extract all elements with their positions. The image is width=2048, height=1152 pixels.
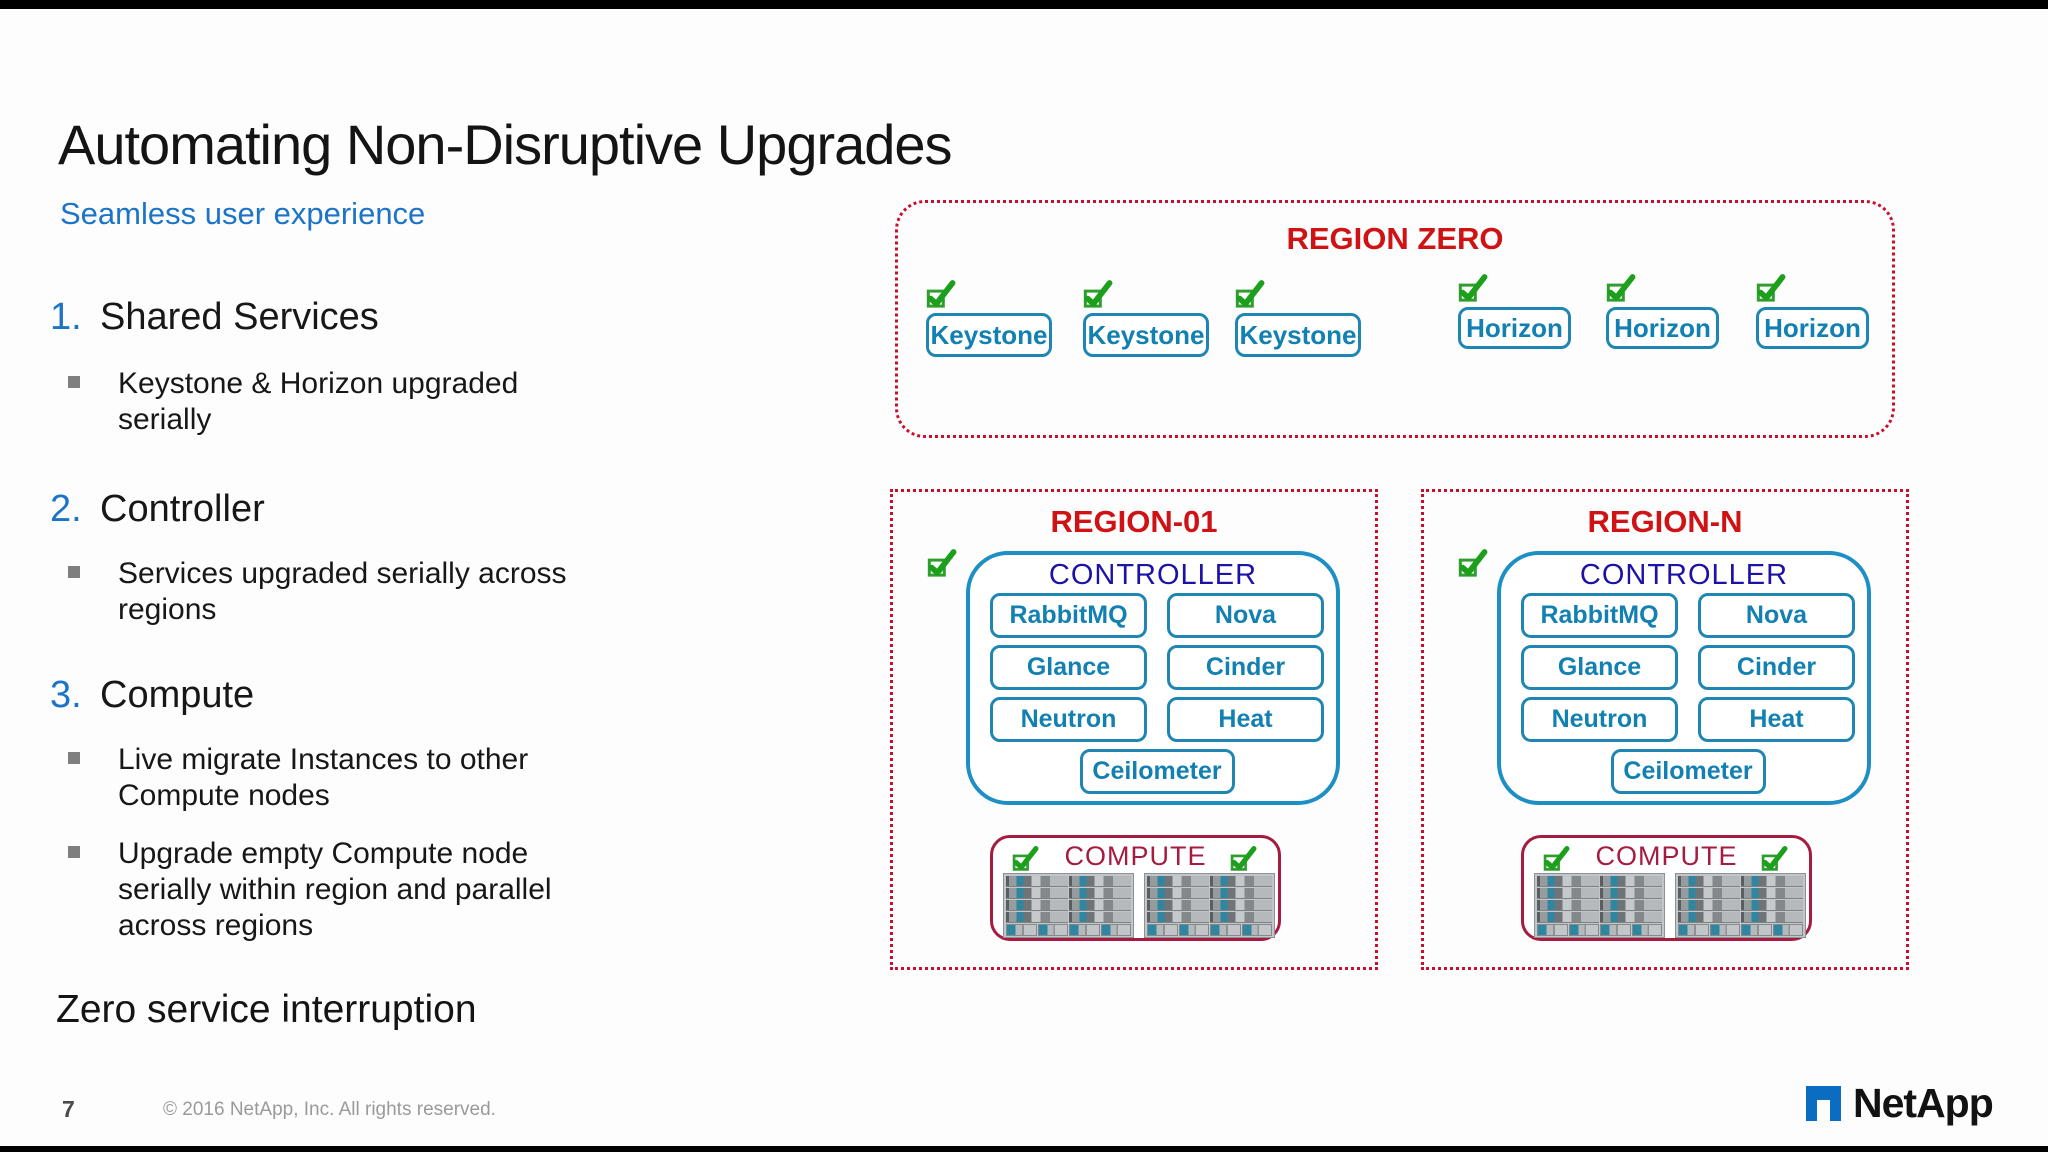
service-node-glance: Glance: [1521, 645, 1678, 690]
page-title: Automating Non-Disruptive Upgrades: [58, 113, 953, 176]
closing-statement: Zero service interruption: [56, 988, 477, 1031]
item-number: 3.: [50, 674, 82, 716]
keystone-node-group: Keystone: [1083, 279, 1209, 357]
keystone-node: Keystone: [1083, 313, 1209, 357]
controller-services: RabbitMQ Nova Glance Cinder Neutron Heat…: [1521, 593, 1855, 794]
service-node-cinder: Cinder: [1167, 645, 1324, 690]
green-check-icon: [1606, 273, 1636, 303]
item-heading: Compute: [100, 674, 255, 716]
service-node-ceilometer: Ceilometer: [1079, 749, 1235, 794]
bullet-upgrade-empty: Upgrade empty Compute node serially with…: [68, 836, 598, 944]
server-rack-image: [1675, 873, 1806, 938]
controller-services: RabbitMQ Nova Glance Cinder Neutron Heat…: [990, 593, 1324, 794]
controller-title: CONTROLLER: [1048, 559, 1258, 591]
item-heading: Controller: [100, 488, 265, 530]
copyright-text: © 2016 NetApp, Inc. All rights reserved.: [163, 1099, 496, 1120]
item-number: 2.: [50, 488, 82, 530]
square-bullet-icon: [68, 752, 80, 764]
controller-title: CONTROLLER: [1579, 559, 1789, 591]
region-zero-box: REGION ZERO Keystone Keystone Keystone H…: [895, 200, 1895, 438]
service-node-glance: Glance: [990, 645, 1147, 690]
region-zero-title: REGION ZERO: [1286, 221, 1504, 256]
horizon-node: Horizon: [1756, 307, 1869, 349]
server-rack-image: [1003, 873, 1134, 938]
keystone-node-group: Keystone: [926, 279, 1052, 357]
horizon-node: Horizon: [1606, 307, 1719, 349]
bullet-text: Upgrade empty Compute node serially with…: [118, 837, 552, 942]
green-check-icon: [1235, 279, 1265, 309]
region-n-box: REGION-N CONTROLLER RabbitMQ Nova Glance…: [1421, 489, 1909, 970]
server-rack-image: [1144, 873, 1275, 938]
netapp-logo-text: NetApp: [1853, 1080, 1994, 1126]
horizon-node-group: Horizon: [1458, 273, 1571, 349]
keystone-node: Keystone: [926, 313, 1052, 357]
list-item-shared-services: 1. Shared Services: [50, 296, 379, 339]
bullet-services-serial: Services upgraded serially across region…: [68, 556, 618, 628]
letterbox-top: [0, 0, 2048, 9]
page-number: 7: [62, 1096, 75, 1122]
green-check-icon: [1458, 548, 1488, 578]
compute-title: COMPUTE: [1064, 841, 1207, 871]
item-heading: Shared Services: [100, 296, 379, 338]
service-node-rabbitmq: RabbitMQ: [1521, 593, 1678, 638]
service-node-heat: Heat: [1698, 697, 1855, 742]
green-check-icon: [1756, 273, 1786, 303]
netapp-logo: NetApp: [1806, 1080, 1994, 1127]
green-check-icon: [926, 279, 956, 309]
compute-box: COMPUTE: [1521, 835, 1812, 941]
green-check-icon: [927, 548, 957, 578]
green-check-icon: [1230, 845, 1257, 872]
list-item-compute: 3. Compute: [50, 674, 254, 717]
service-node-nova: Nova: [1698, 593, 1855, 638]
list-item-controller: 2. Controller: [50, 488, 265, 531]
keystone-node: Keystone: [1235, 313, 1361, 357]
green-check-icon: [1083, 279, 1113, 309]
slide-subtitle: Seamless user experience: [60, 196, 426, 231]
bullet-text: Keystone & Horizon upgraded serially: [118, 367, 519, 436]
region-n-title: REGION-N: [1587, 504, 1743, 539]
horizon-node: Horizon: [1458, 307, 1571, 349]
bullet-text: Services upgraded serially across region…: [118, 557, 567, 626]
service-node-heat: Heat: [1167, 697, 1324, 742]
service-node-rabbitmq: RabbitMQ: [990, 593, 1147, 638]
netapp-logo-icon: [1806, 1086, 1841, 1121]
green-check-icon: [1761, 845, 1788, 872]
service-node-neutron: Neutron: [990, 697, 1147, 742]
square-bullet-icon: [68, 846, 80, 858]
square-bullet-icon: [68, 566, 80, 578]
service-node-neutron: Neutron: [1521, 697, 1678, 742]
bullet-keystone-horizon: Keystone & Horizon upgraded serially: [68, 366, 578, 438]
horizon-node-group: Horizon: [1606, 273, 1719, 349]
bullet-text: Live migrate Instances to other Compute …: [118, 743, 529, 812]
green-check-icon: [1458, 273, 1488, 303]
region-01-title: REGION-01: [1050, 504, 1218, 539]
controller-box: CONTROLLER RabbitMQ Nova Glance Cinder N…: [1497, 551, 1871, 805]
server-rack-image: [1534, 873, 1665, 938]
keystone-node-group: Keystone: [1235, 279, 1361, 357]
horizon-node-group: Horizon: [1756, 273, 1869, 349]
service-node-nova: Nova: [1167, 593, 1324, 638]
letterbox-bottom: [0, 1146, 2048, 1152]
compute-box: COMPUTE: [990, 835, 1281, 941]
bullet-live-migrate: Live migrate Instances to other Compute …: [68, 742, 583, 814]
region-01-box: REGION-01 CONTROLLER RabbitMQ Nova Glanc…: [890, 489, 1378, 970]
service-node-cinder: Cinder: [1698, 645, 1855, 690]
compute-title: COMPUTE: [1595, 841, 1738, 871]
item-number: 1.: [50, 296, 82, 338]
green-check-icon: [1543, 845, 1570, 872]
green-check-icon: [1012, 845, 1039, 872]
square-bullet-icon: [68, 376, 80, 388]
service-node-ceilometer: Ceilometer: [1610, 749, 1766, 794]
controller-box: CONTROLLER RabbitMQ Nova Glance Cinder N…: [966, 551, 1340, 805]
